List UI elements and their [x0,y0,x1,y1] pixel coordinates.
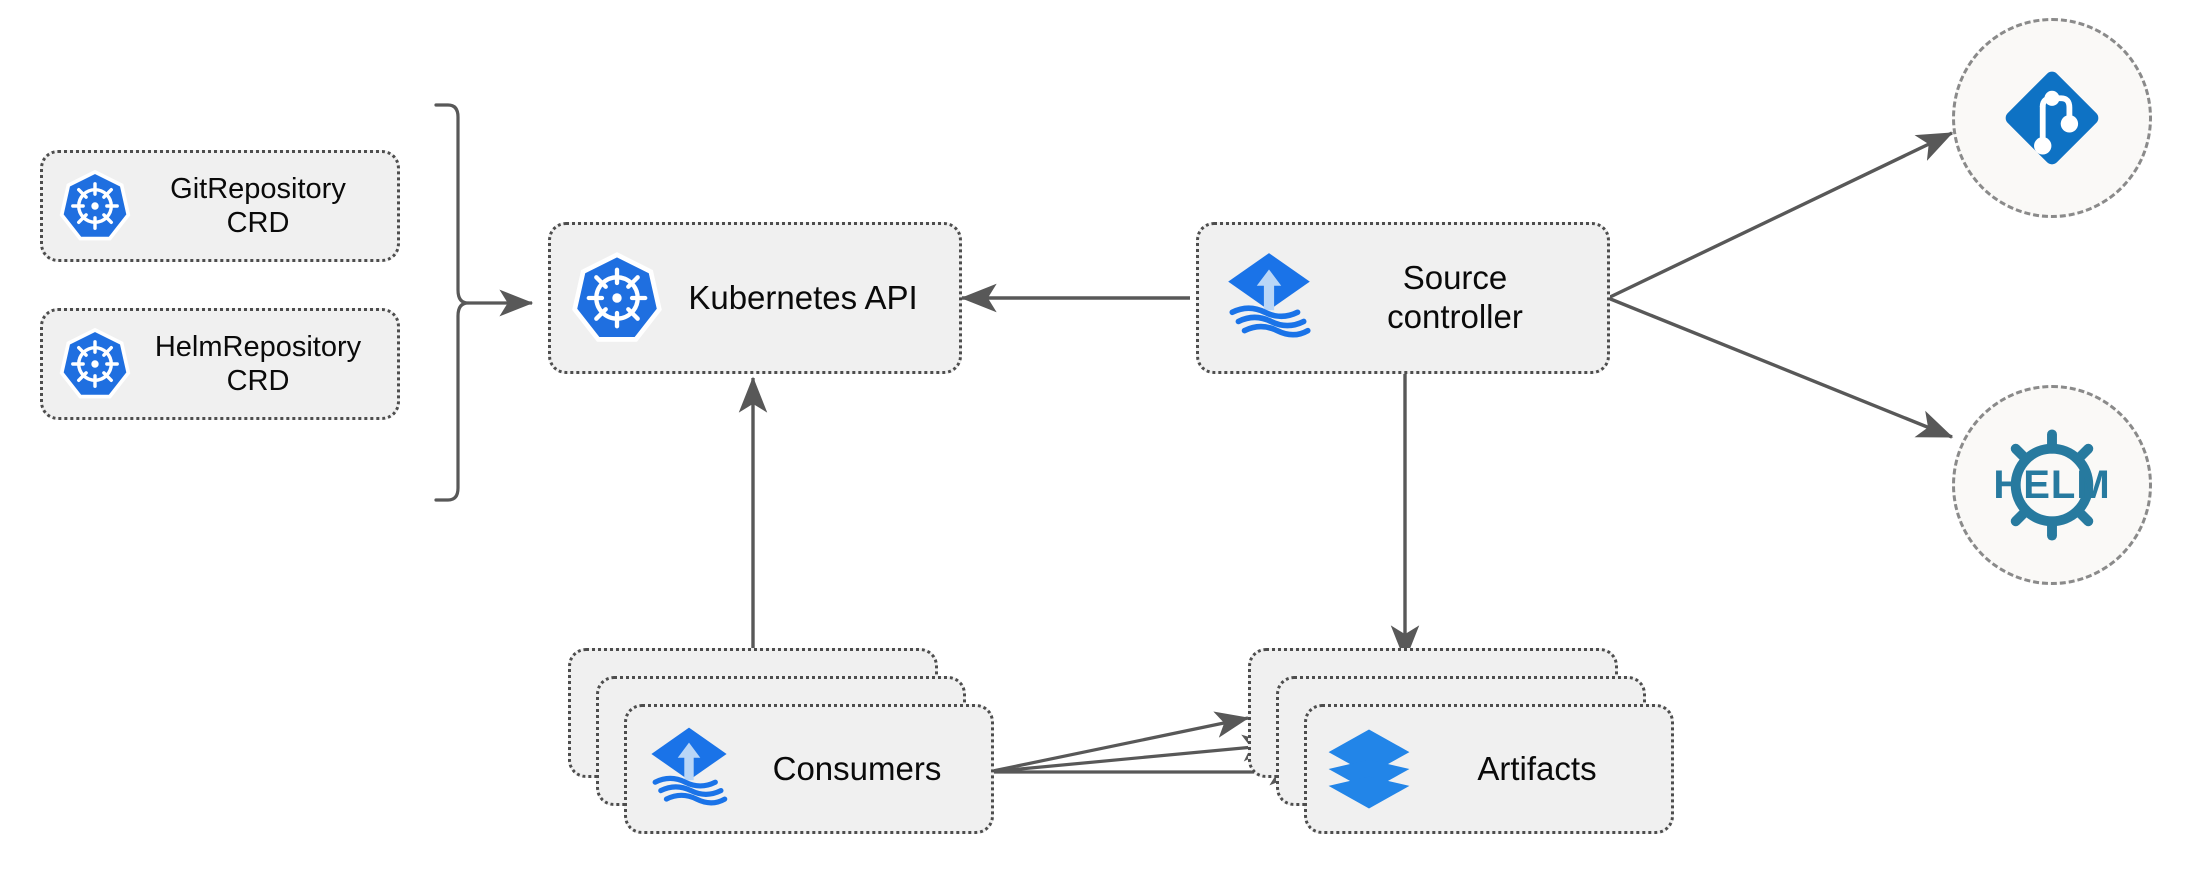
kubernetes-icon [57,326,133,402]
wire-source-to-helm [1607,296,1954,439]
kubernetes-icon [57,168,133,244]
node-kubernetes-api[interactable]: Kubernetes API [548,222,962,374]
wire-consumers-to-artifacts-1 [987,711,1250,774]
node-git-repository-crd[interactable]: GitRepository CRD [40,150,400,262]
layers-icon [1321,721,1417,817]
wire-source-to-git [1607,131,1954,300]
flux-source-icon [1217,246,1321,350]
node-label: Consumers [772,749,942,787]
node-consumers-stack: Consumers [568,648,994,848]
crd-brace [434,103,534,502]
node-consumers[interactable]: Consumers [624,704,994,834]
circle-helm[interactable]: HELM [1952,385,2152,585]
wire-consumers-to-artifacts-2 [987,734,1277,774]
flux-source-icon [641,721,737,817]
node-label: Artifacts [1477,749,1597,787]
helm-icon: HELM [1986,419,2118,551]
node-artifacts-stack: Artifacts [1248,648,1674,848]
helm-label: HELM [1993,462,2111,507]
node-label: Source controller [1387,259,1523,335]
circle-git[interactable] [1952,18,2152,218]
node-label: GitRepository CRD [170,172,346,239]
node-artifacts[interactable]: Artifacts [1304,704,1674,834]
node-label: Kubernetes API [688,278,918,316]
node-source-controller[interactable]: Source controller [1196,222,1610,374]
node-label: HelmRepository CRD [154,330,362,397]
kubernetes-icon [569,250,665,346]
node-helm-repository-crd[interactable]: HelmRepository CRD [40,308,400,420]
git-icon [1994,60,2110,176]
